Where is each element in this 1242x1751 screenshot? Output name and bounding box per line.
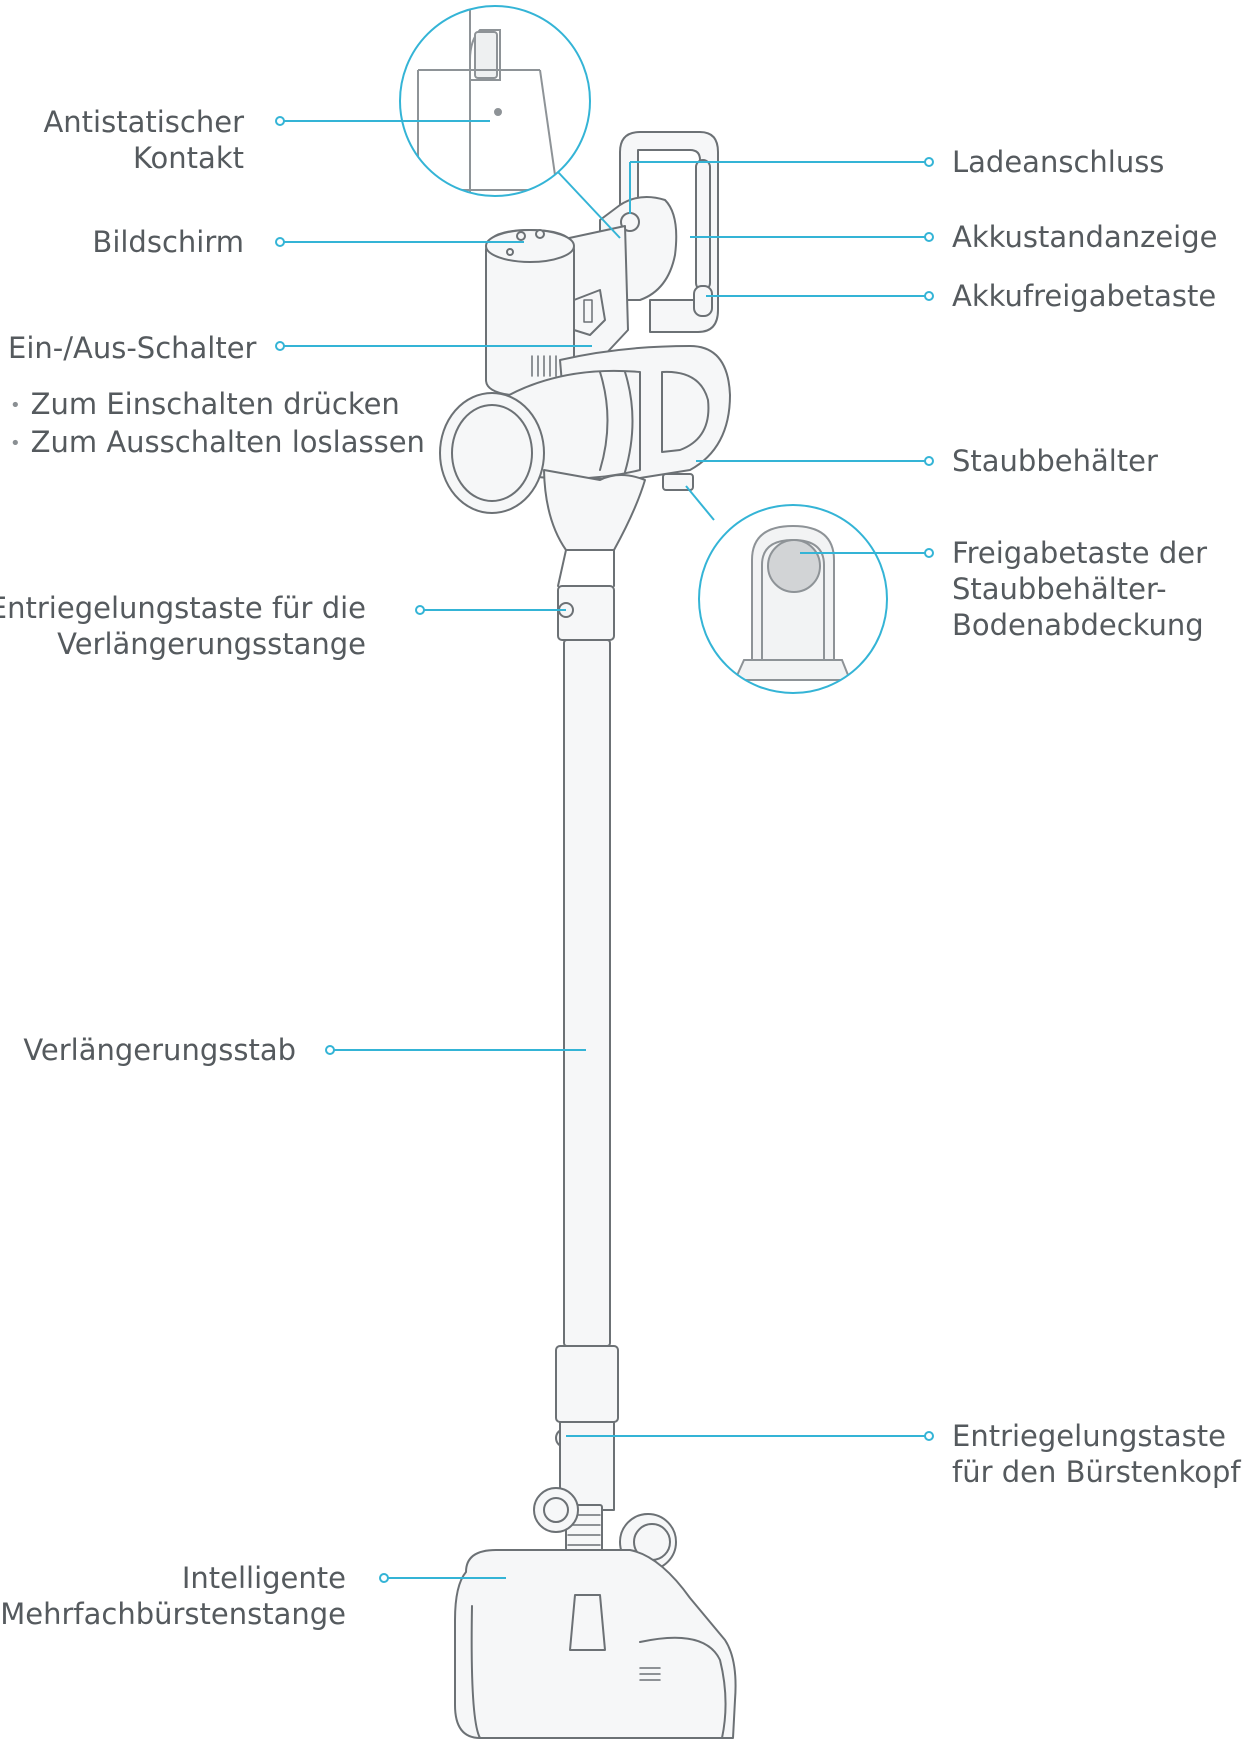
vent-slots — [531, 355, 557, 377]
dust-bin-release — [662, 473, 694, 491]
label-dust-bin: Staubbehälter — [952, 444, 1158, 478]
lower-collar — [555, 1345, 619, 1423]
label-extension-release: Entriegelungstaste für die Verlängerungs… — [0, 591, 366, 661]
label-battery-release: Akkufreigabetaste — [952, 279, 1217, 313]
label-display: Bildschirm — [92, 225, 244, 259]
extension-tube — [563, 639, 611, 1347]
vacuum-drawing — [439, 131, 737, 1739]
leader-lines — [275, 116, 934, 1583]
battery-indicator-strip — [695, 159, 711, 291]
battery-release-button — [693, 285, 713, 317]
note-press: •Zum Einschalten drücken — [10, 387, 400, 421]
label-dust-bin-cover-release: Freigabetaste der Staubbehälter- Bodenab… — [952, 536, 1208, 642]
label-brush-bar: Intelligente Mehrfachbürstenstange — [0, 1561, 346, 1631]
label-battery-indicator: Akkustandanzeige — [952, 220, 1218, 254]
power-switch-notes: •Zum Einschalten drücken •Zum Ausschalte… — [10, 386, 425, 462]
display-top — [485, 229, 575, 263]
note-release: •Zum Ausschalten loslassen — [10, 425, 425, 459]
detail-dustbin-release — [698, 504, 888, 694]
label-power-switch: Ein-/Aus-Schalter — [8, 331, 257, 365]
label-brush-head-release: Entriegelungstaste für den Bürstenkopf — [952, 1419, 1241, 1489]
dust-bin-window — [661, 370, 710, 453]
detail-antistatic — [399, 5, 591, 197]
label-antistatic-contact: Antistatischer Kontakt — [43, 105, 244, 175]
label-charging-port: Ladeanschluss — [952, 145, 1165, 179]
neck-into-head — [569, 1594, 606, 1651]
neck — [543, 469, 646, 551]
label-extension-tube: Verlängerungsstab — [23, 1033, 296, 1067]
